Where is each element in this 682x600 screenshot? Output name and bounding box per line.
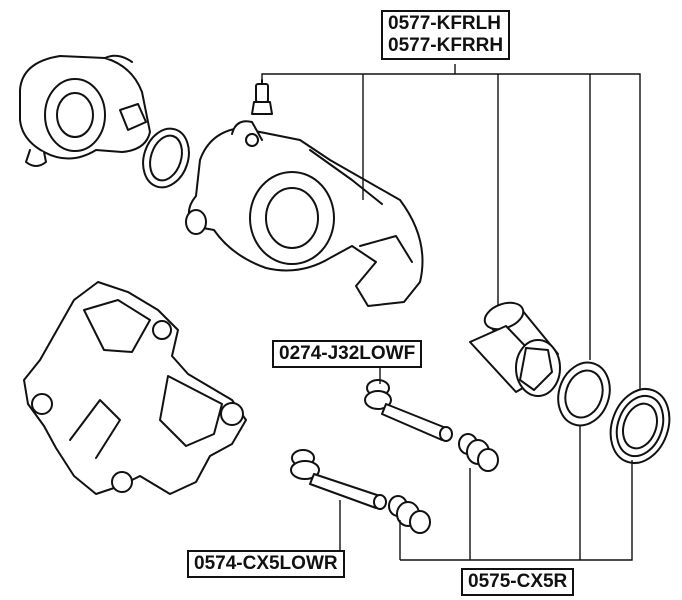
dust-boot-drawing (609, 388, 671, 464)
boot-lower-drawing (388, 495, 431, 534)
leader-lines (261, 64, 641, 561)
repair-kit-part-number: 0575-CX5R (461, 568, 575, 596)
o-ring-drawing (142, 127, 190, 189)
piston-housing-drawing (19, 54, 151, 167)
caliper-body-drawing (185, 120, 424, 307)
caliper-bracket-drawing (23, 281, 247, 495)
piston-seal-drawing (557, 361, 611, 427)
caliper-part-number-label: 0577-KFRLH 0577-KFRRH (381, 10, 511, 60)
piston-drawing (469, 301, 561, 397)
bleeder-screw-drawing (251, 79, 273, 115)
guide-pin-upper-part-number: 0274-J32LOWF (272, 340, 423, 368)
caliper-lh-part-number: 0577-KFRLH (388, 13, 501, 34)
boot-upper-drawing (458, 433, 499, 472)
guide-pin-lower-drawing (290, 449, 387, 510)
caliper-rh-part-number: 0577-KFRRH (388, 35, 504, 56)
guide-pin-upper-drawing (364, 379, 453, 442)
guide-pin-lower-part-number: 0574-CX5LOWR (187, 550, 345, 578)
